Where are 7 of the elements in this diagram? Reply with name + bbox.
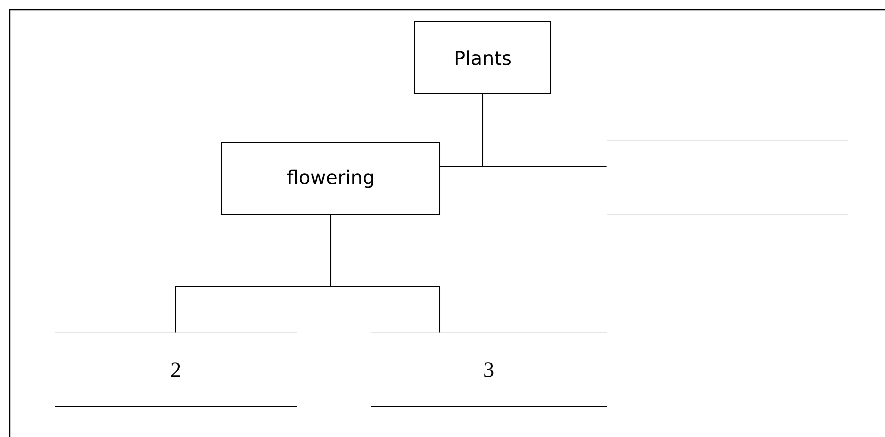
box: flowering xyxy=(222,142,440,216)
connector-line xyxy=(330,215,440,334)
box: Plants xyxy=(414,22,552,94)
blank-box xyxy=(606,140,848,216)
connector-line xyxy=(482,94,608,168)
fill-in-box: 2 xyxy=(54,332,298,408)
fill-in-box: 3 xyxy=(370,332,608,408)
